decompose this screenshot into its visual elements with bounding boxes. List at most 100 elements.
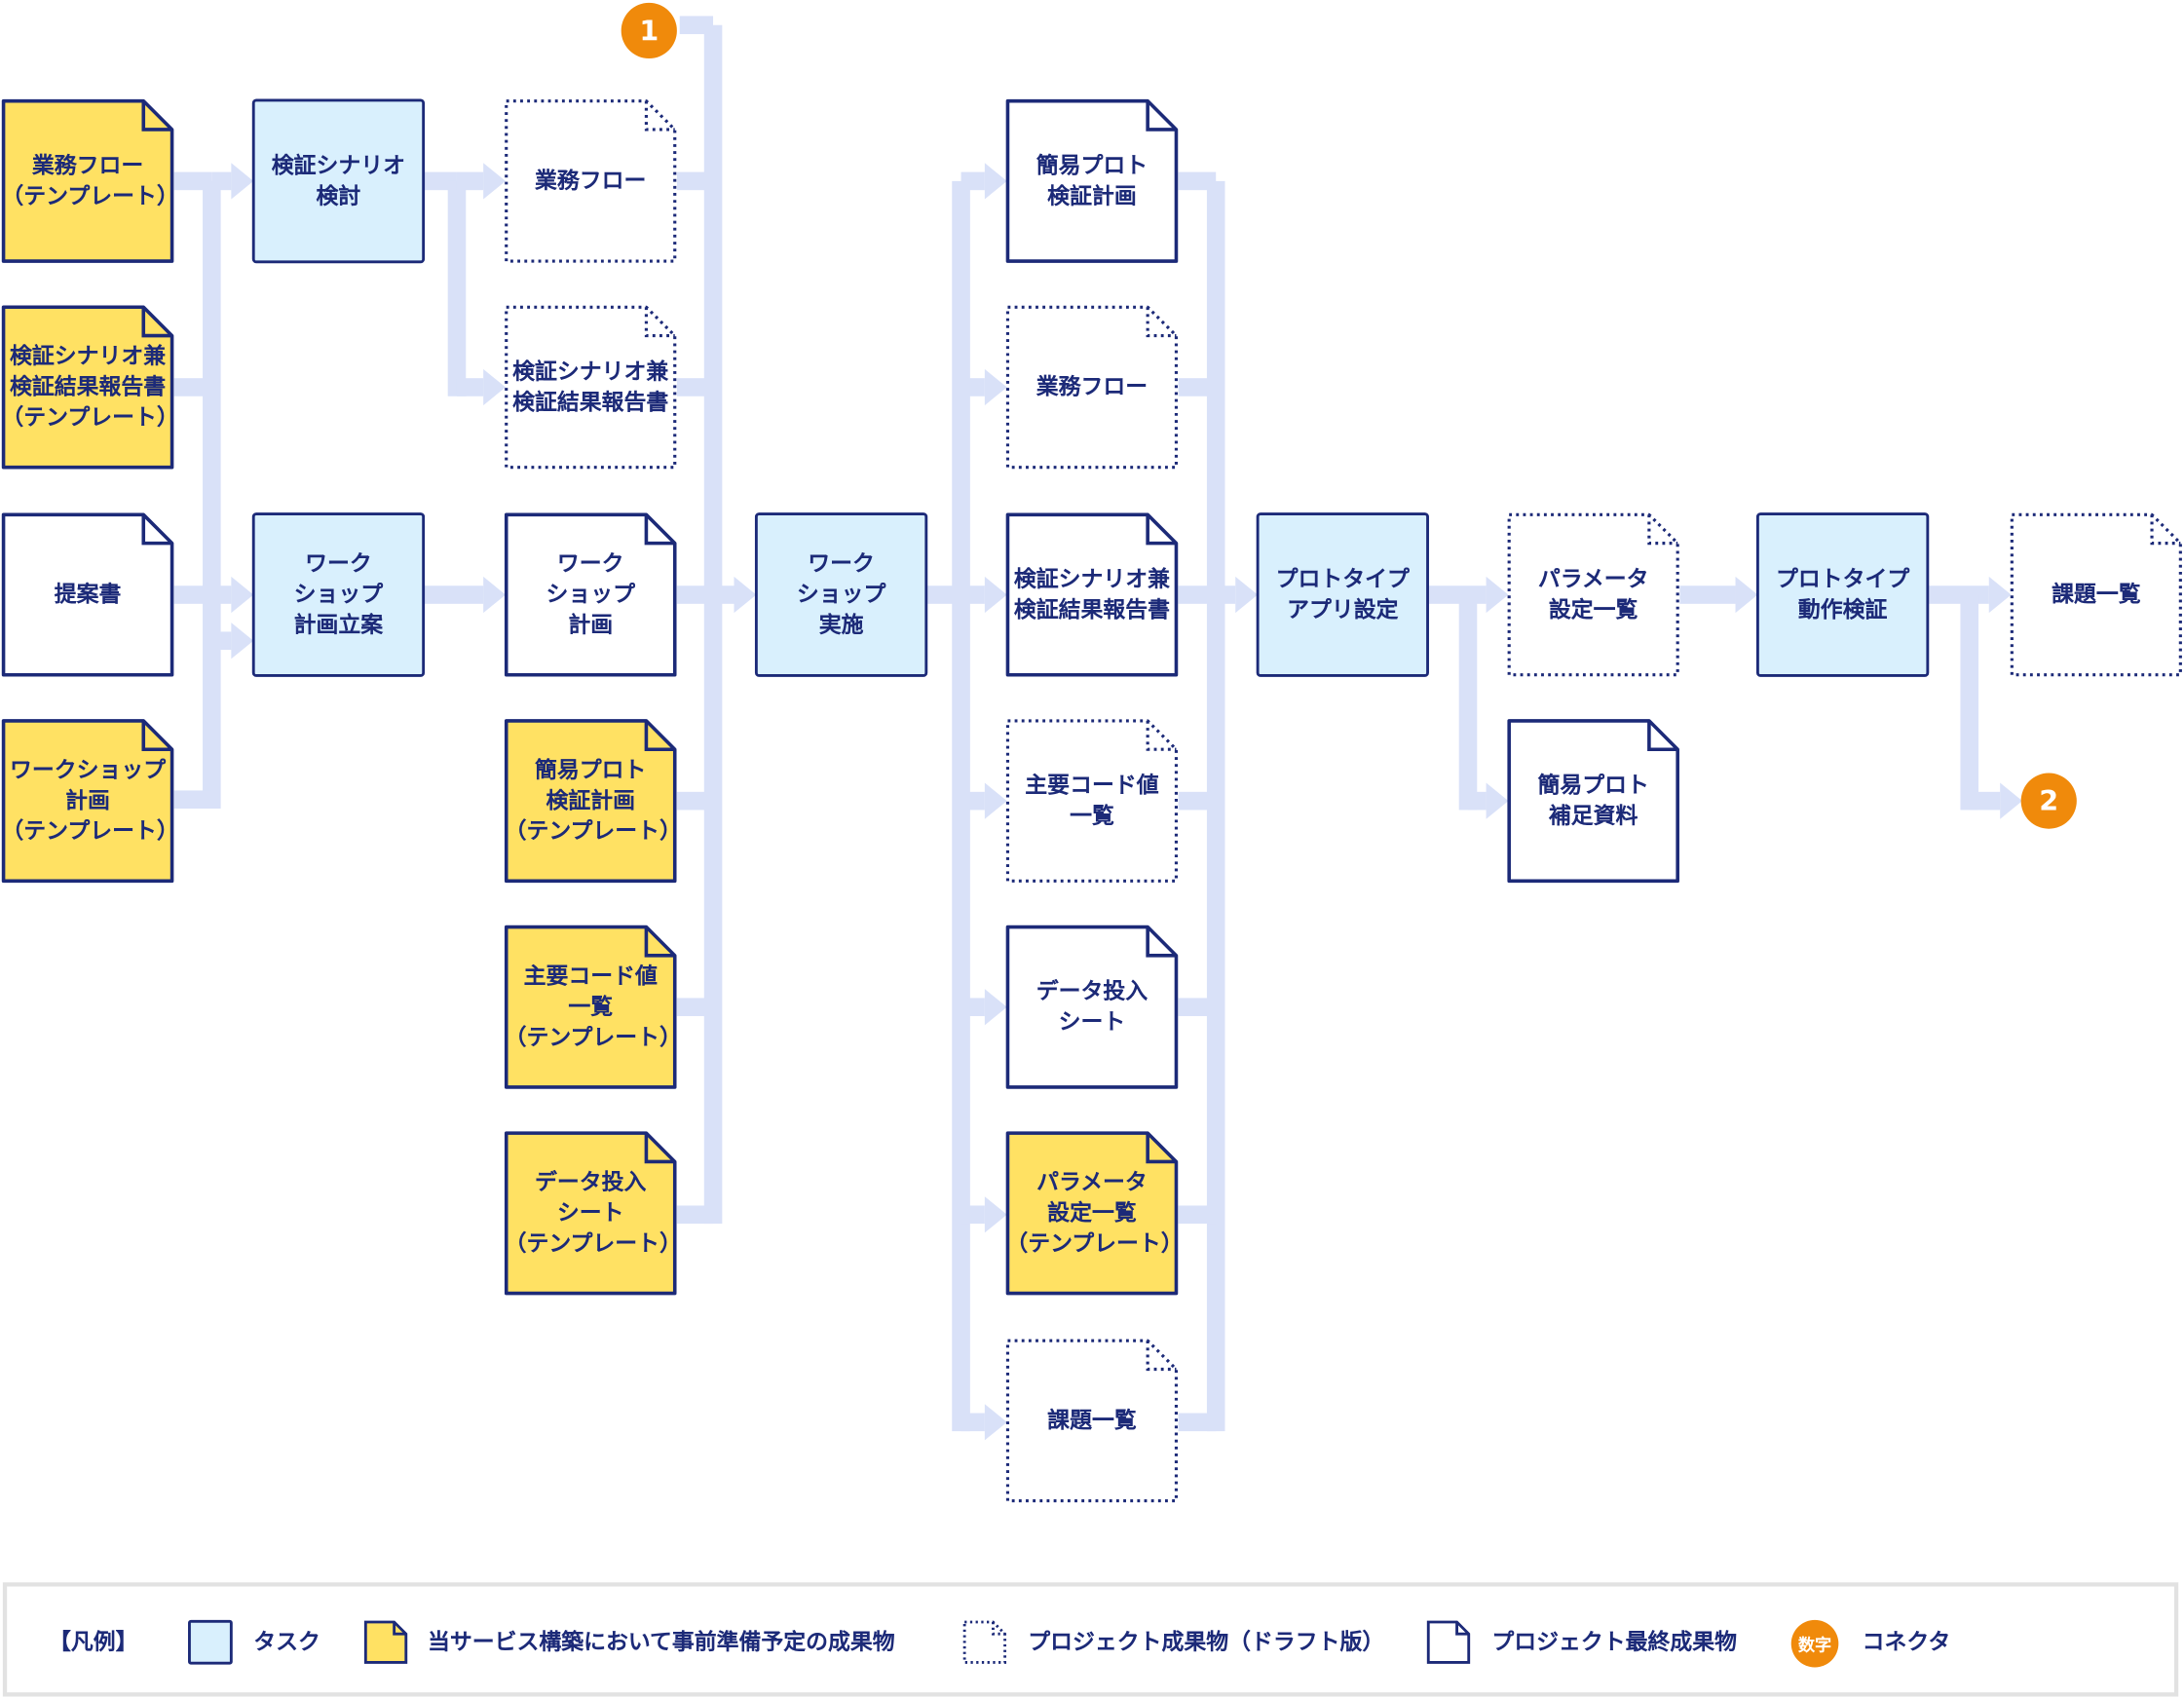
legend-template-doc-icon bbox=[363, 1620, 408, 1664]
flow-segment bbox=[960, 171, 985, 191]
task-prototype-verification: プロトタイプ 動作検証 bbox=[1755, 512, 1930, 677]
data-sheet-final: データ投入 シート bbox=[1005, 925, 1179, 1089]
legend: 【凡例】 タスク 当サービス構築において事前準備予定の成果物 プロジェクト成果物… bbox=[2, 1582, 2179, 1697]
task-workshop-planning: ワーク ショップ 計画立案 bbox=[251, 512, 426, 677]
business-flow-template: 業務フロー （テンプレート） bbox=[1, 98, 179, 264]
flow-segment bbox=[173, 171, 212, 191]
document-shape bbox=[1, 305, 174, 470]
flow-segment bbox=[447, 180, 467, 396]
flow-segment bbox=[1178, 998, 1217, 1017]
document-shape bbox=[504, 512, 677, 677]
flow-segment bbox=[960, 791, 985, 811]
flow-arrowhead bbox=[483, 163, 507, 200]
legend-template-label: 当サービス構築において事前準備予定の成果物 bbox=[427, 1628, 895, 1655]
flow-arrowhead bbox=[483, 576, 507, 614]
flow-segment bbox=[211, 585, 232, 604]
connector-2: 2 bbox=[2020, 773, 2077, 829]
flow-arrowhead bbox=[984, 163, 1007, 200]
flow-segment bbox=[456, 378, 484, 396]
flow-segment bbox=[1960, 594, 1979, 811]
proto-plan-template: 簡易プロト 検証計画 （テンプレート） bbox=[504, 719, 682, 884]
flow-segment bbox=[1428, 585, 1487, 604]
business-flow-draft: 業務フロー bbox=[505, 99, 677, 264]
flow-arrowhead bbox=[984, 368, 1007, 406]
task-prototype-setup: プロトタイプ アプリ設定 bbox=[1256, 512, 1429, 677]
code-list-template: 主要コード値 一覧 （テンプレート） bbox=[504, 925, 682, 1089]
flow-arrowhead bbox=[1735, 576, 1758, 614]
document-shape bbox=[1005, 305, 1179, 470]
workshop-plan-template: ワークショップ 計画 （テンプレート） bbox=[1, 719, 179, 884]
document-shape bbox=[1507, 719, 1679, 884]
workshop-plan: ワーク ショップ 計画 bbox=[504, 512, 677, 677]
document-shape bbox=[504, 719, 677, 884]
flow-segment bbox=[173, 378, 212, 396]
flow-segment bbox=[1178, 171, 1217, 191]
document-shape bbox=[1005, 1339, 1179, 1503]
flow-arrowhead bbox=[984, 782, 1007, 819]
scenario-report-draft: 検証シナリオ兼 検証結果報告書 bbox=[505, 305, 677, 470]
flow-segment bbox=[960, 1413, 985, 1432]
document-shape bbox=[505, 99, 677, 263]
legend-final-label: プロジェクト最終成果物 bbox=[1491, 1628, 1737, 1655]
document-shape bbox=[1005, 719, 1179, 883]
flow-segment bbox=[1178, 1413, 1217, 1432]
data-sheet-template: データ投入 シート （テンプレート） bbox=[504, 1131, 682, 1296]
flow-segment bbox=[676, 791, 714, 811]
flow-segment bbox=[456, 171, 484, 191]
flow-segment bbox=[960, 378, 985, 396]
flow-segment bbox=[676, 585, 734, 604]
flow-segment bbox=[676, 998, 714, 1017]
flow-segment bbox=[1679, 585, 1736, 604]
legend-draft-doc-icon bbox=[962, 1620, 1007, 1664]
document-shape bbox=[1507, 512, 1679, 677]
business-flow-draft-2: 業務フロー bbox=[1005, 305, 1179, 470]
document-shape bbox=[504, 1131, 677, 1296]
flow-segment bbox=[676, 171, 714, 191]
connector-1: 1 bbox=[621, 2, 677, 59]
flow-arrowhead bbox=[1235, 576, 1259, 614]
flow-segment bbox=[211, 631, 232, 651]
legend-title: 【凡例】 bbox=[49, 1628, 138, 1655]
flow-arrowhead bbox=[231, 163, 254, 200]
parameter-list-draft: パラメータ 設定一覧 bbox=[1507, 512, 1679, 677]
legend-draft-label: プロジェクト成果物（ドラフト版） bbox=[1028, 1628, 1385, 1655]
flow-segment bbox=[1969, 791, 2001, 811]
document-shape bbox=[1, 719, 174, 884]
flow-segment bbox=[1468, 791, 1487, 811]
flow-arrowhead bbox=[1988, 576, 2012, 614]
issue-list-draft: 課題一覧 bbox=[1005, 1339, 1179, 1503]
flow-segment bbox=[679, 16, 714, 35]
legend-task-label: タスク bbox=[253, 1628, 320, 1655]
issue-list-draft-2: 課題一覧 bbox=[2010, 512, 2182, 677]
flow-segment bbox=[203, 180, 221, 809]
flow-arrowhead bbox=[984, 989, 1007, 1026]
document-shape bbox=[1, 512, 174, 677]
scenario-report-template: 検証シナリオ兼 検証結果報告書 （テンプレート） bbox=[1, 305, 179, 470]
legend-final-doc-icon bbox=[1426, 1620, 1471, 1664]
flow-segment bbox=[425, 585, 484, 604]
document-shape bbox=[1005, 925, 1179, 1089]
flow-arrowhead bbox=[984, 1196, 1007, 1233]
flow-segment bbox=[960, 998, 985, 1017]
flow-arrowhead bbox=[1486, 576, 1509, 614]
flow-segment bbox=[676, 1205, 714, 1225]
document-shape bbox=[504, 925, 677, 1089]
proposal-document: 提案書 bbox=[1, 512, 174, 677]
document-shape bbox=[1005, 1131, 1179, 1296]
flow-arrowhead bbox=[231, 623, 254, 660]
flow-segment bbox=[1178, 585, 1236, 604]
legend-connector-icon: 数字 bbox=[1790, 1619, 1839, 1668]
document-shape bbox=[1005, 512, 1179, 677]
flow-segment bbox=[173, 585, 212, 604]
parameter-list-template: パラメータ 設定一覧 （テンプレート） bbox=[1005, 1131, 1184, 1296]
task-scenario-study: 検証シナリオ 検討 bbox=[251, 98, 426, 264]
code-list-draft: 主要コード値 一覧 bbox=[1005, 719, 1179, 884]
document-shape bbox=[2010, 512, 2182, 677]
flow-segment bbox=[1206, 180, 1225, 1432]
flow-segment bbox=[211, 171, 232, 191]
scenario-report-final: 検証シナリオ兼 検証結果報告書 bbox=[1005, 512, 1179, 677]
task-workshop-execution: ワーク ショップ 実施 bbox=[754, 512, 928, 677]
document-shape bbox=[1, 98, 174, 263]
flow-arrowhead bbox=[984, 576, 1007, 614]
flow-arrowhead bbox=[483, 368, 507, 406]
